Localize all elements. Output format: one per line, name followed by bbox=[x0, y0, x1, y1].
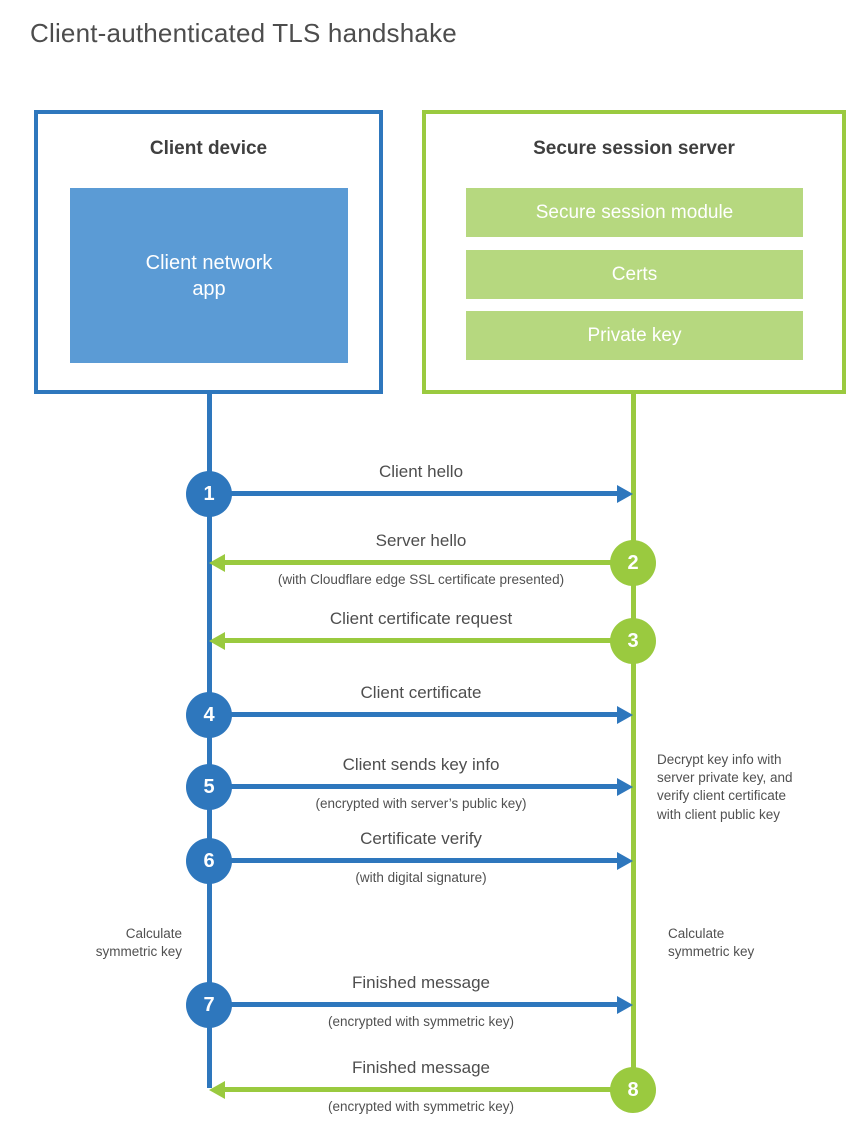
step-6-arrow bbox=[209, 858, 617, 863]
step-7-number: 7 bbox=[186, 982, 232, 1028]
step-3-arrow bbox=[225, 638, 633, 643]
step-6-label: Certificate verify bbox=[360, 829, 482, 848]
step-1-arrow bbox=[209, 491, 617, 496]
step-4-arrow bbox=[209, 712, 617, 717]
step-7-label: Finished message bbox=[352, 973, 490, 992]
client-network-app: Client network app bbox=[70, 188, 348, 363]
step-4-arrowhead-right-icon bbox=[617, 706, 633, 724]
step-3-arrowhead-left-icon bbox=[209, 632, 225, 650]
secure-session-server-box: Secure session server Secure session mod… bbox=[422, 110, 846, 394]
step-1-arrowhead-right-icon bbox=[617, 485, 633, 503]
client-device-title: Client device bbox=[149, 138, 268, 159]
step-1-number: 1 bbox=[186, 471, 232, 517]
step-5-label: Client sends key info bbox=[342, 755, 500, 774]
step-7-arrowhead-right-icon bbox=[617, 996, 633, 1014]
step-6-number: 6 bbox=[186, 838, 232, 884]
client-calculate-symmetric-key-note: Calculate symmetric key bbox=[95, 926, 182, 960]
step-5-sublabel: (encrypted with server’s public key) bbox=[315, 796, 527, 811]
step-8-arrow bbox=[225, 1087, 633, 1092]
step-6-sublabel: (with digital signature) bbox=[355, 870, 487, 885]
server-lifeline bbox=[631, 391, 636, 1091]
certs-bar: Certs bbox=[466, 250, 803, 299]
page-title: Client-authenticated TLS handshake bbox=[30, 18, 457, 48]
client-lifeline bbox=[207, 391, 212, 1088]
client-device-box: Client device Client network app bbox=[34, 110, 383, 394]
step-7-sublabel: (encrypted with symmetric key) bbox=[327, 1014, 515, 1029]
step-6-arrowhead-right-icon bbox=[617, 852, 633, 870]
step-8-arrowhead-left-icon bbox=[209, 1081, 225, 1099]
step-2-arrowhead-left-icon bbox=[209, 554, 225, 572]
server-calculate-symmetric-key-note: Calculate symmetric key bbox=[668, 926, 755, 960]
step-5-number: 5 bbox=[186, 764, 232, 810]
step-8-label: Finished message bbox=[352, 1058, 490, 1077]
step-5-arrowhead-right-icon bbox=[617, 778, 633, 796]
step-8-number: 8 bbox=[610, 1067, 656, 1113]
step-2-label: Server hello bbox=[375, 531, 467, 550]
secure-session-server-title: Secure session server bbox=[533, 138, 735, 159]
step-2-sublabel: (with Cloudflare edge SSL certificate pr… bbox=[277, 572, 565, 587]
step-8-sublabel: (encrypted with symmetric key) bbox=[327, 1099, 515, 1114]
step-7-arrow bbox=[209, 1002, 617, 1007]
step-3-number: 3 bbox=[610, 618, 656, 664]
private-key-bar: Private key bbox=[466, 311, 803, 360]
step-5-arrow bbox=[209, 784, 617, 789]
step-2-arrow bbox=[225, 560, 633, 565]
step-2-number: 2 bbox=[610, 540, 656, 586]
step-3-label: Client certificate request bbox=[329, 609, 513, 628]
server-decrypt-note: Decrypt key info with server private key… bbox=[657, 752, 793, 822]
step-4-number: 4 bbox=[186, 692, 232, 738]
secure-session-module-bar: Secure session module bbox=[466, 188, 803, 237]
step-4-label: Client certificate bbox=[360, 683, 482, 702]
step-1-label: Client hello bbox=[378, 462, 464, 481]
